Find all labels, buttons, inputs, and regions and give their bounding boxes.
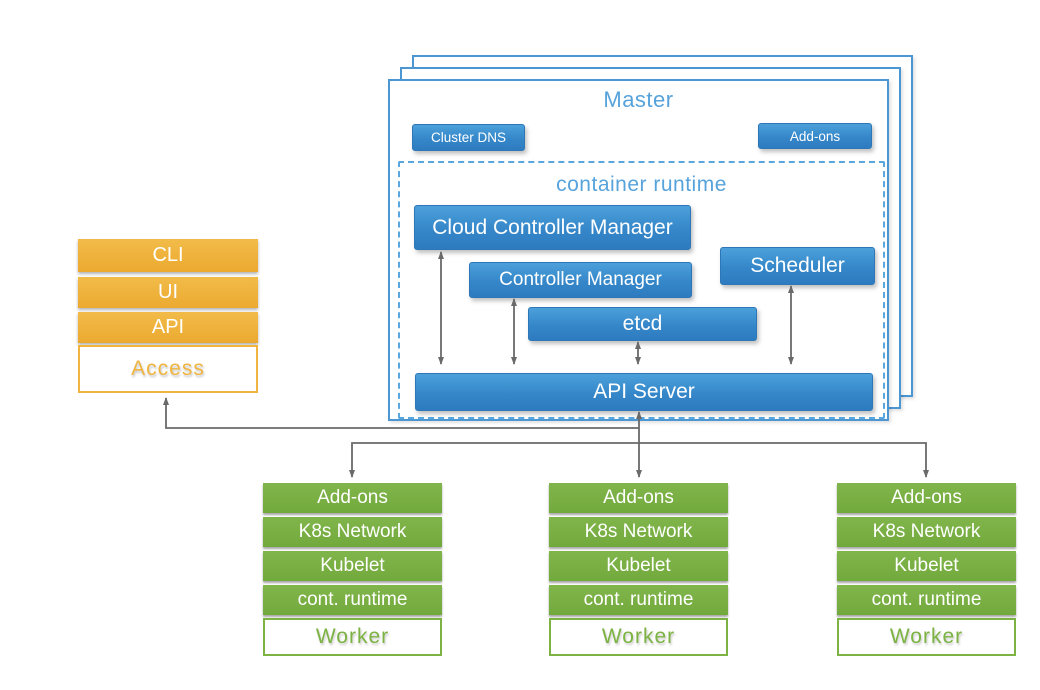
cli-label: CLI [152, 244, 184, 266]
worker1-k8s-network-row: K8s Network [263, 517, 442, 547]
master-addons-box: Add-ons [758, 123, 872, 149]
worker-stack-3: Add-ons K8s Network Kubelet cont. runtim… [837, 483, 1016, 656]
ui-label: UI [158, 281, 178, 303]
api-label: API [151, 316, 185, 338]
master-addons-label: Add-ons [789, 128, 841, 144]
access-label: Access [131, 357, 205, 380]
worker3-kubelet-label: Kubelet [894, 555, 959, 576]
worker2-k8s-network-row: K8s Network [549, 517, 728, 547]
container-runtime-box: container runtime Cloud Controller Manag… [398, 161, 885, 419]
worker2-cont-runtime-label: cont. runtime [583, 589, 694, 610]
worker1-kubelet-row: Kubelet [263, 551, 442, 581]
worker-stack-2: Add-ons K8s Network Kubelet cont. runtim… [549, 483, 728, 656]
cluster-dns-box: Cluster DNS [412, 124, 525, 151]
worker1-addons-row: Add-ons [263, 483, 442, 513]
worker2-label: Worker [601, 625, 676, 648]
worker2-label-box: Worker [549, 618, 728, 656]
api-box: API [78, 312, 258, 343]
worker2-kubelet-row: Kubelet [549, 551, 728, 581]
cloud-controller-manager-label: Cloud Controller Manager [432, 215, 673, 239]
worker3-label-box: Worker [837, 618, 1016, 656]
cluster-dns-label: Cluster DNS [430, 130, 506, 145]
worker2-k8s-network-label: K8s Network [584, 521, 693, 542]
worker3-cont-runtime-label: cont. runtime [871, 589, 982, 610]
ui-box: UI [78, 277, 258, 308]
worker2-addons-label: Add-ons [603, 487, 674, 508]
api-server-box: API Server [415, 373, 873, 411]
worker3-cont-runtime-row: cont. runtime [837, 585, 1016, 615]
container-runtime-title: container runtime [556, 173, 727, 196]
worker2-kubelet-label: Kubelet [606, 555, 671, 576]
worker2-addons-row: Add-ons [549, 483, 728, 513]
worker1-addons-label: Add-ons [317, 487, 388, 508]
arrow-apiserver-worker3 [639, 442, 929, 478]
cloud-controller-manager-box: Cloud Controller Manager [414, 205, 691, 250]
controller-manager-label: Controller Manager [499, 269, 662, 290]
worker1-cont-runtime-label: cont. runtime [297, 589, 408, 610]
worker1-k8s-network-label: K8s Network [298, 521, 407, 542]
worker2-cont-runtime-row: cont. runtime [549, 585, 728, 615]
scheduler-label: Scheduler [750, 254, 845, 277]
access-box: Access [78, 345, 258, 393]
worker3-k8s-network-row: K8s Network [837, 517, 1016, 547]
scheduler-box: Scheduler [720, 247, 875, 285]
etcd-label: etcd [622, 312, 663, 335]
worker3-label: Worker [889, 625, 964, 648]
worker3-kubelet-row: Kubelet [837, 551, 1016, 581]
worker1-kubelet-label: Kubelet [320, 555, 385, 576]
worker1-cont-runtime-row: cont. runtime [263, 585, 442, 615]
cli-box: CLI [78, 239, 258, 272]
worker1-label: Worker [315, 625, 390, 648]
etcd-box: etcd [528, 307, 757, 341]
arrow-apiserver-worker1 [349, 442, 639, 478]
worker3-k8s-network-label: K8s Network [872, 521, 981, 542]
master-title: Master [603, 87, 674, 112]
worker1-label-box: Worker [263, 618, 442, 656]
master-box: Master Cluster DNS Add-ons container run… [388, 79, 889, 421]
worker-stack-1: Add-ons K8s Network Kubelet cont. runtim… [263, 483, 442, 656]
api-server-label: API Server [593, 380, 695, 403]
controller-manager-box: Controller Manager [469, 262, 692, 298]
worker3-addons-label: Add-ons [891, 487, 962, 508]
worker3-addons-row: Add-ons [837, 483, 1016, 513]
